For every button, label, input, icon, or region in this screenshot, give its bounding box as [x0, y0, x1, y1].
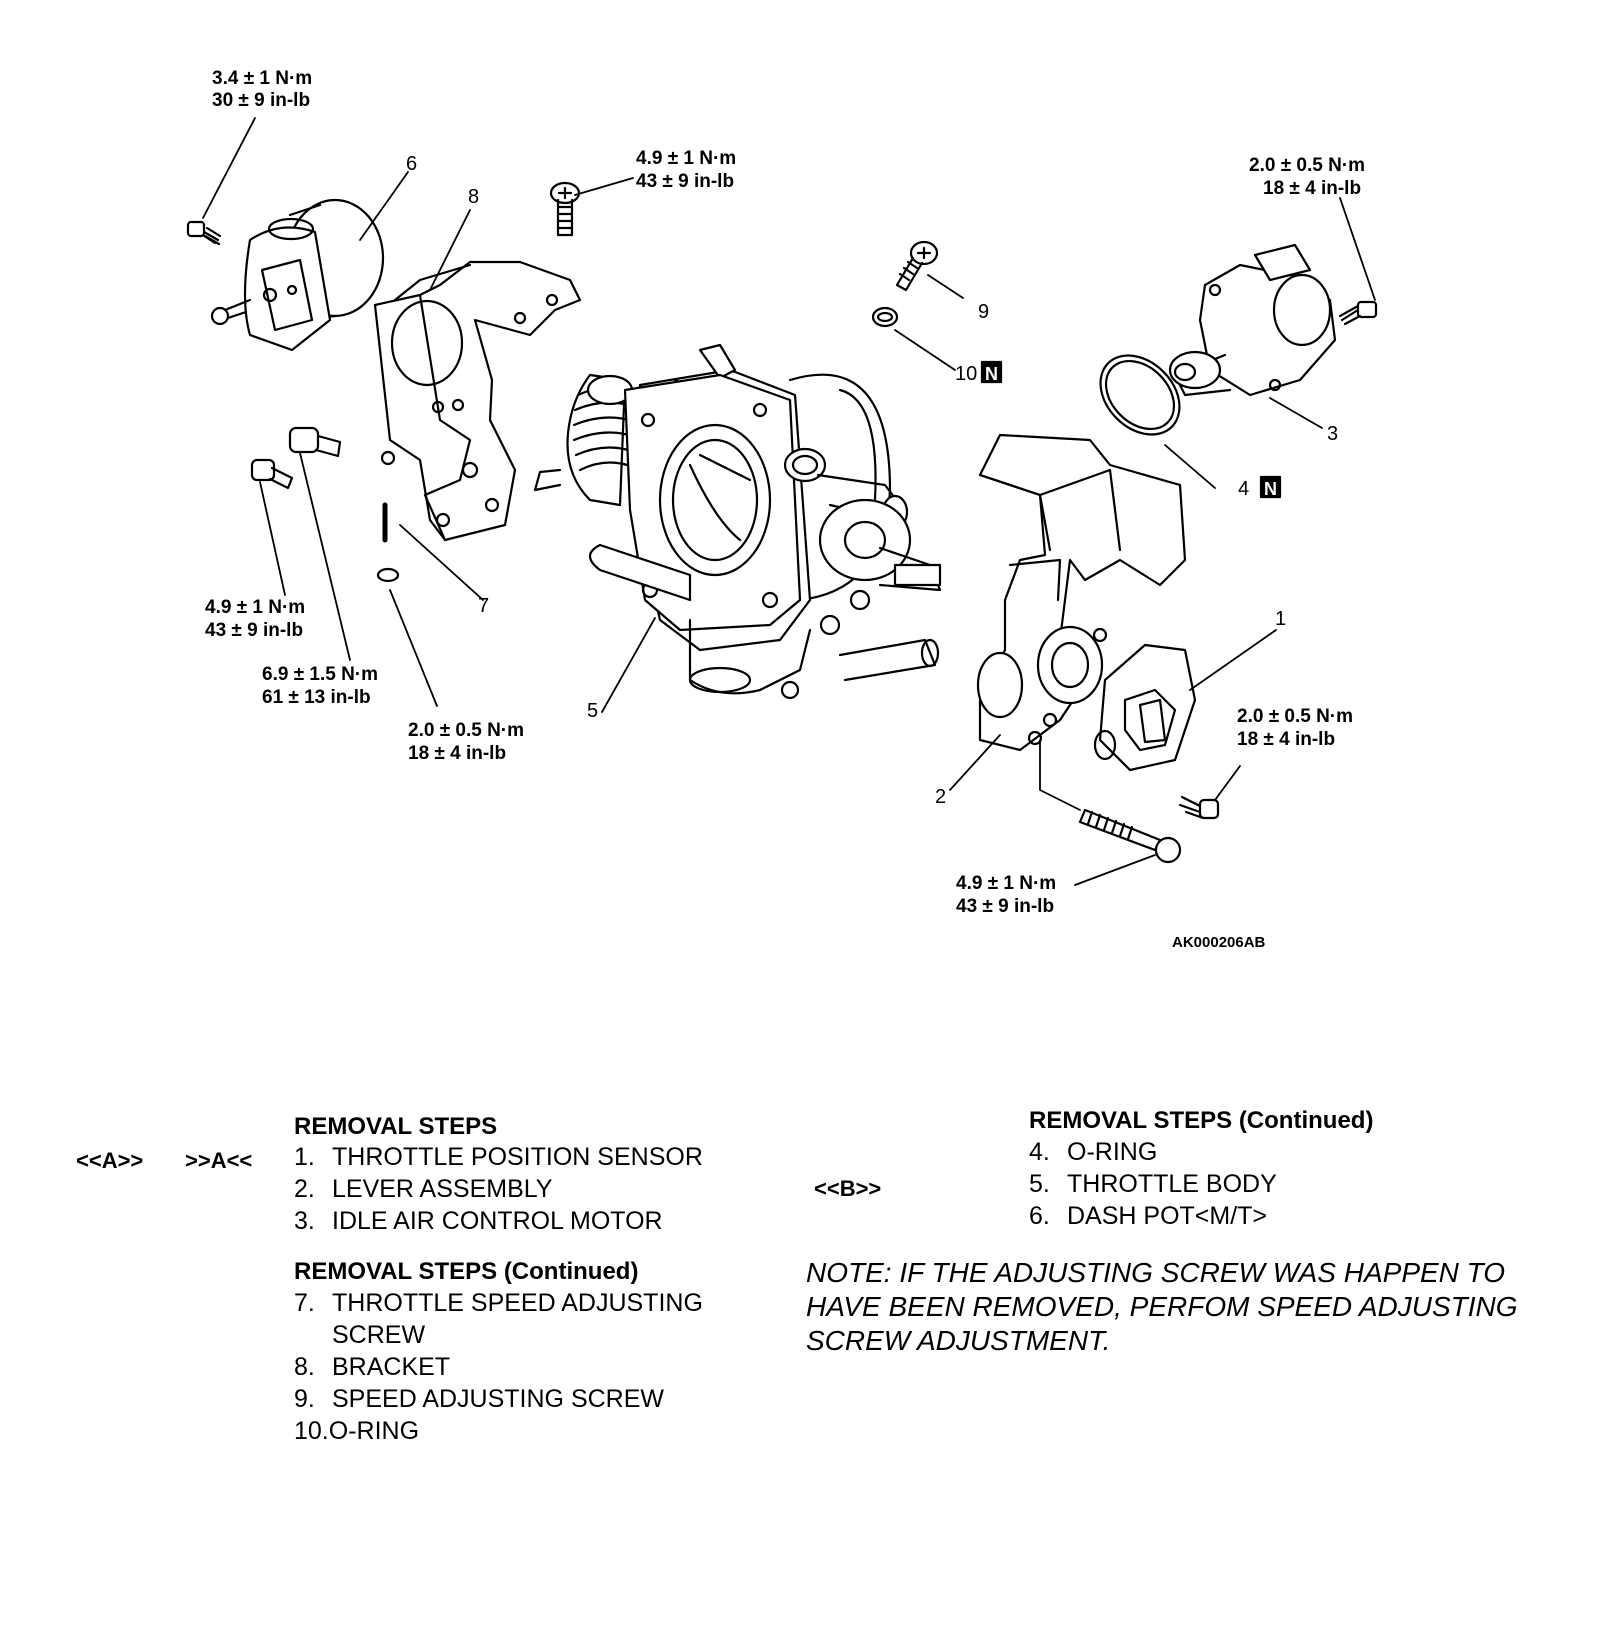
step-2: 2.LEVER ASSEMBLY — [294, 1175, 553, 1203]
torque-bracket-large-nm: 6.9 ± 1.5 N·m — [262, 664, 378, 685]
lever-assembly-drawing — [976, 433, 1187, 752]
tps-screw-drawing — [1178, 795, 1220, 820]
step-7-cont: SCREW — [332, 1321, 426, 1349]
torque-top-nm: 4.9 ± 1 N·m — [636, 148, 736, 169]
new-part-mark-10: N — [985, 364, 998, 384]
mark-b: <<B>> — [814, 1176, 882, 1201]
adjusting-screw-note: NOTE: IF THE ADJUSTING SCREW WAS HAPPEN … — [806, 1257, 1518, 1356]
step-3: 3.IDLE AIR CONTROL MOTOR — [294, 1207, 663, 1235]
diagram-code: AK000206AB — [1172, 934, 1266, 951]
callout-3: 3 — [1327, 423, 1338, 445]
step-8: 8.BRACKET — [294, 1353, 451, 1381]
callout-5: 5 — [587, 700, 598, 722]
bracket-bolts-drawing — [250, 426, 400, 583]
torque-tps-nm: 2.0 ± 0.5 N·m — [1237, 706, 1353, 727]
new-part-mark-4: N — [1264, 479, 1277, 499]
removal-steps-heading: REMOVAL STEPS — [294, 1113, 498, 1140]
tps-drawing — [1093, 643, 1197, 772]
torque-bracket-small-inlb: 43 ± 9 in-lb — [205, 620, 303, 641]
callout-2: 2 — [935, 786, 946, 808]
bracket-drawing — [373, 260, 582, 542]
step-1: 1.THROTTLE POSITION SENSOR — [294, 1143, 703, 1171]
step-5: 5.THROTTLE BODY — [1029, 1170, 1277, 1198]
torque-bracket-small-nm: 4.9 ± 1 N·m — [205, 597, 305, 618]
mark-a-right: >>A<< — [185, 1148, 253, 1173]
iac-screw-drawing — [1338, 300, 1378, 326]
callout-6: 6 — [406, 153, 417, 175]
callout-1: 1 — [1275, 608, 1286, 630]
throttle-body-drawing — [533, 343, 942, 700]
torque-top-inlb: 43 ± 9 in-lb — [636, 171, 734, 192]
step-6: 6.DASH POT<M/T> — [1029, 1202, 1268, 1230]
callout-7: 7 — [478, 595, 489, 617]
removal-steps-continued-heading-left: REMOVAL STEPS (Continued) — [294, 1258, 639, 1285]
new-part-box-10 — [980, 360, 1003, 384]
top-screw-drawing — [549, 181, 581, 237]
torque-dashpot-nm: 3.4 ± 1 N·m — [212, 68, 312, 89]
step-7: 7.THROTTLE SPEED ADJUSTING — [294, 1289, 703, 1317]
torque-dashpot-inlb: 30 ± 9 in-lb — [212, 90, 310, 111]
removal-steps-continued-heading-right: REMOVAL STEPS (Continued) — [1029, 1107, 1374, 1134]
torque-iac-inlb: 18 ± 4 in-lb — [1263, 178, 1361, 199]
callout-4: 4 — [1238, 478, 1249, 500]
step-10: 10.O-RING — [294, 1417, 420, 1445]
torque-adjusting-nm: 2.0 ± 0.5 N·m — [408, 720, 524, 741]
torque-adjusting-inlb: 18 ± 4 in-lb — [408, 743, 506, 764]
torque-bracket-large-inlb: 61 ± 13 in-lb — [262, 687, 371, 708]
new-part-box-4 — [1259, 475, 1282, 499]
torque-iac-nm: 2.0 ± 0.5 N·m — [1249, 155, 1365, 176]
lever-bolt-drawing — [1078, 808, 1182, 864]
dash-pot-drawing — [210, 198, 385, 352]
callout-9: 9 — [978, 301, 989, 323]
torque-lever-nm: 4.9 ± 1 N·m — [956, 873, 1056, 894]
leader-lines — [202, 117, 1376, 886]
o-ring-drawing — [1099, 354, 1181, 436]
speed-adjusting-screw-drawing — [871, 240, 939, 328]
dash-pot-screw-drawing — [186, 220, 222, 246]
exploded-diagram: 1 2 3 4 5 6 7 8 9 10 N N 3.4 ± 1 N·m 30 … — [186, 68, 1378, 951]
idle-air-control-motor-drawing — [1168, 243, 1337, 397]
torque-lever-inlb: 43 ± 9 in-lb — [956, 896, 1054, 917]
torque-tps-inlb: 18 ± 4 in-lb — [1237, 729, 1335, 750]
step-4: 4.O-RING — [1029, 1138, 1158, 1166]
callout-10: 10 — [955, 363, 977, 385]
callout-8: 8 — [468, 186, 479, 208]
mark-a-left: <<A>> — [76, 1148, 144, 1173]
step-9: 9.SPEED ADJUSTING SCREW — [294, 1385, 664, 1413]
